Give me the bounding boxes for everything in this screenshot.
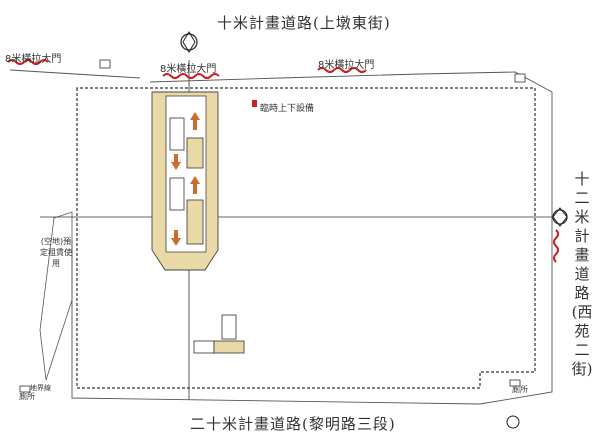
arrow-down-1 bbox=[171, 154, 181, 170]
toilet-right-block bbox=[509, 379, 521, 387]
gate-mark-2 bbox=[162, 73, 220, 79]
road-label-right: 十二米計畫道路(西苑二街) bbox=[571, 170, 593, 378]
north-arrow-icon bbox=[506, 415, 520, 429]
toilet-label-left: 廁所 bbox=[19, 392, 35, 401]
site-boundary bbox=[76, 87, 536, 389]
top-road-edge bbox=[9, 69, 141, 79]
arrow-up-2 bbox=[190, 176, 200, 194]
truck-3 bbox=[193, 340, 215, 354]
boundary-label: 地界線 bbox=[30, 384, 51, 392]
open-space-outline bbox=[39, 211, 73, 381]
gate-label-1: 8米橫拉大門 bbox=[5, 54, 62, 65]
gate-label-3: 8米橫拉大門 bbox=[318, 60, 375, 71]
loader-3 bbox=[213, 340, 245, 354]
gate-mark-right bbox=[553, 229, 559, 263]
truck-1 bbox=[169, 117, 185, 151]
road-label-bottom: 二十米計畫道路(黎明路三段) bbox=[190, 415, 396, 433]
hoist-marker bbox=[252, 100, 257, 107]
gate-label-2: 8米橫拉大門 bbox=[160, 64, 217, 75]
arrow-up-1 bbox=[190, 112, 200, 130]
loader-2 bbox=[186, 199, 204, 245]
toilet-left-block bbox=[19, 385, 31, 393]
loader-1 bbox=[186, 137, 204, 169]
guard-box-right bbox=[514, 73, 526, 83]
toilet-label-right: 廁所 bbox=[512, 385, 528, 394]
gate-mark-1 bbox=[7, 59, 49, 65]
road-label-top: 十米計畫道路(上墩東街) bbox=[217, 14, 391, 32]
axis-marker-x-icon bbox=[552, 209, 568, 225]
hoist-label: 臨時上下設備 bbox=[260, 104, 315, 114]
truck-2 bbox=[169, 177, 185, 211]
guard-box-left bbox=[99, 59, 111, 69]
gate-mark-3 bbox=[317, 67, 367, 73]
outer-fence-line bbox=[71, 71, 553, 405]
open-space-label: (空地)預定租賃使用 bbox=[40, 237, 72, 268]
arrow-down-2 bbox=[171, 230, 181, 246]
crane-base bbox=[221, 314, 237, 340]
